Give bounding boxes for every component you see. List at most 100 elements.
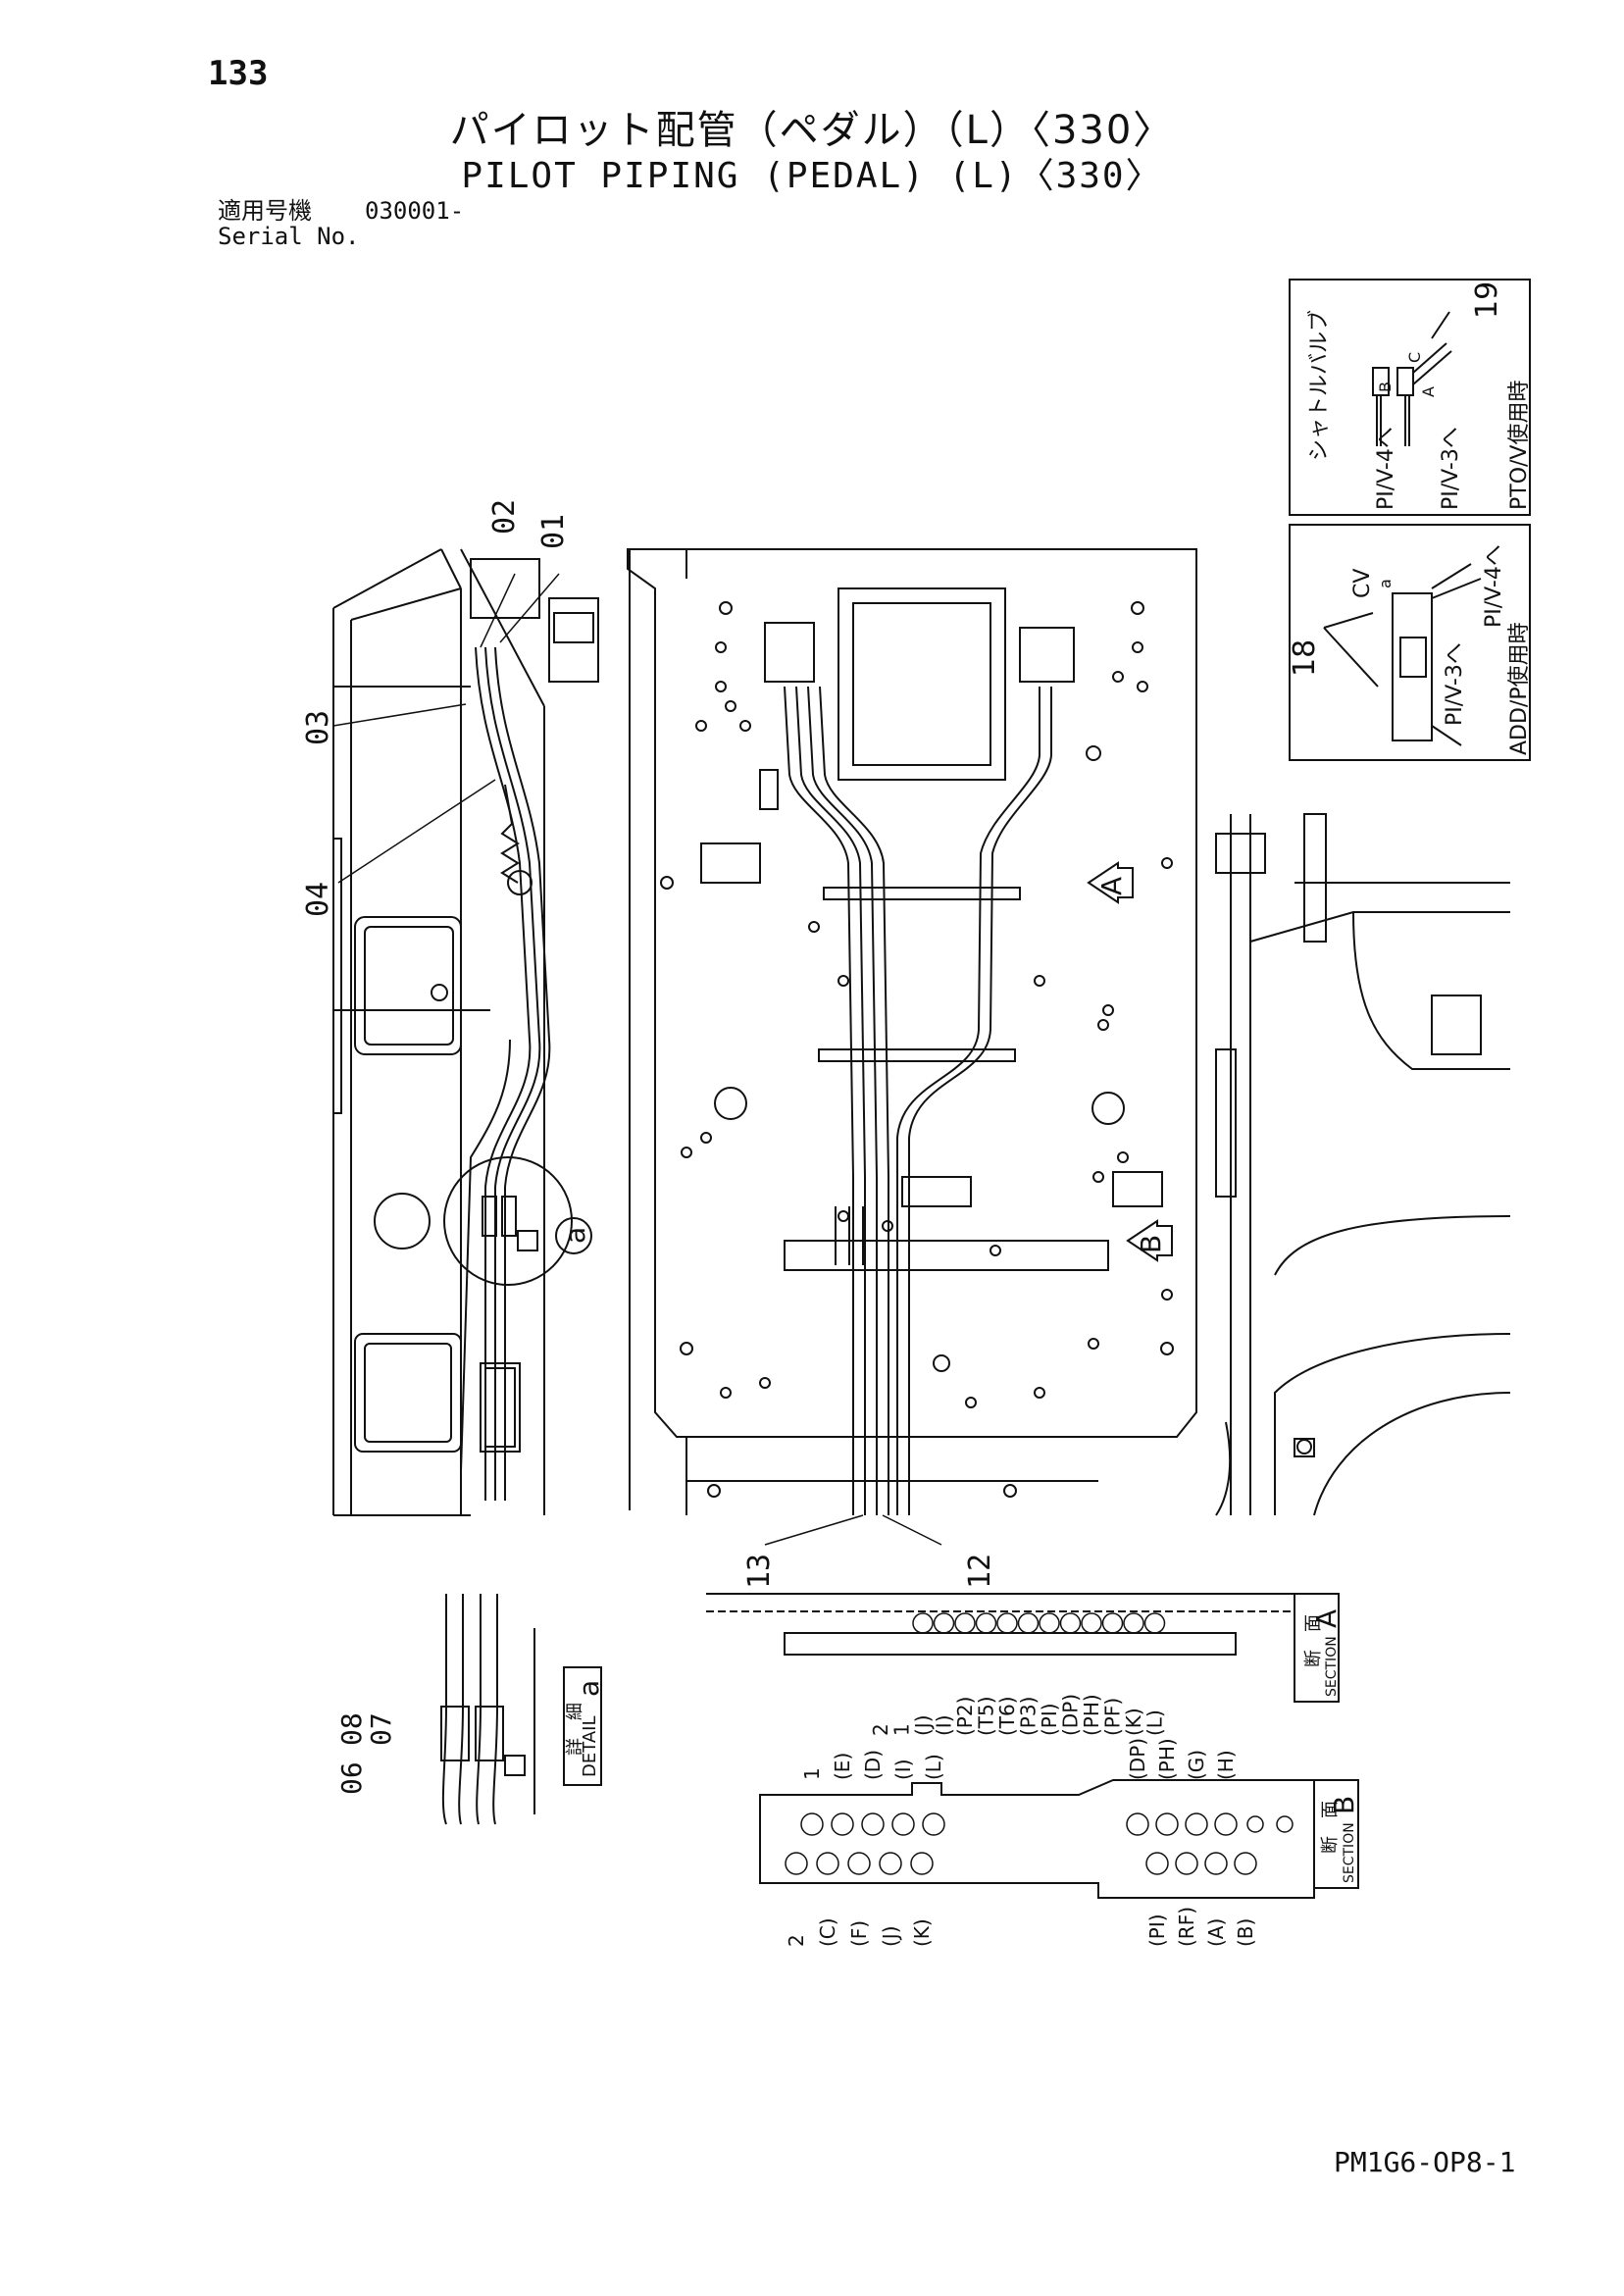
callout-01: 01 (536, 514, 571, 549)
callout-02: 02 (487, 499, 522, 535)
section-a-port-circle (1101, 1612, 1124, 1634)
section-b-port-label: (F) (847, 1920, 871, 1947)
section-a: 21(J)(I)(P2)(T5)(T6)(P3)(PI)(DP)(PH)(PF)… (706, 1593, 1343, 1736)
section-a-port-circle (975, 1612, 997, 1634)
pto-port-a: A (1419, 386, 1438, 397)
add-cv: CV (1350, 569, 1375, 598)
section-b-port-label: 1 (800, 1767, 824, 1780)
section-b-port-label: (PI) (1145, 1913, 1169, 1947)
section-b-port-circle (1185, 1812, 1208, 1836)
section-b-port-label: (H) (1214, 1750, 1238, 1780)
detail-a: 08 07 06 詳 細 DETAIL a (335, 1594, 605, 1825)
leader-lines (332, 573, 942, 1546)
section-b-port-label: (K) (910, 1918, 934, 1947)
pto-port-b: B (1376, 382, 1395, 392)
section-a-port-circle (1143, 1612, 1166, 1634)
callout-04: 04 (301, 882, 335, 917)
section-b-port-circle (1145, 1852, 1169, 1875)
section-b-port-circle (910, 1852, 934, 1875)
marker-a: a (559, 1227, 591, 1244)
section-b-port-circle (1175, 1852, 1198, 1875)
marker-a-circle (555, 1217, 592, 1254)
section-a-letter: A (1310, 1609, 1343, 1628)
section-a-port-label: (T6) (995, 1696, 1019, 1736)
callout-12: 12 (963, 1554, 997, 1589)
serial-value: 030001- (365, 197, 465, 225)
section-a-ja: 断 面 (1303, 1614, 1324, 1667)
section-a-port-label: (T5) (975, 1696, 998, 1736)
section-a-port-circle (912, 1612, 934, 1634)
section-a-port-label: (J) (911, 1714, 935, 1736)
callout-03: 03 (301, 710, 335, 745)
section-b-port-label: (I) (891, 1759, 915, 1780)
callout-13: 13 (742, 1554, 777, 1589)
detail-a-circle (443, 1156, 573, 1286)
section-a-port-circle (996, 1612, 1018, 1634)
section-a-port-circle (1039, 1612, 1060, 1634)
section-a-port-circle (933, 1612, 955, 1634)
section-a-port-label: (P3) (1017, 1697, 1040, 1736)
right-frame (1215, 813, 1511, 1516)
section-b-port-label: (E) (831, 1753, 854, 1780)
inset-pto: シャトルバルブ PI/V-4へ PI/V-3へ PTO/V使用時 B C A 1… (1289, 279, 1532, 516)
add-to-pi4: PI/V-4へ (1482, 544, 1506, 628)
section-a-port-label: 2 (869, 1723, 892, 1736)
section-b-hole (1246, 1815, 1264, 1833)
section-b-port-circle (1155, 1812, 1179, 1836)
section-b-port-label: (C) (816, 1917, 839, 1947)
section-a-port-label: (PI) (1038, 1703, 1061, 1736)
pto-shuttle-valve-label: シャトルバルブ (1307, 310, 1332, 461)
add-caption: ADD/P使用時 (1507, 622, 1532, 755)
section-a-port-label: (P2) (953, 1697, 977, 1736)
title-japanese: パイロット配管（ペダル）（L）〈330〉 (449, 108, 1175, 153)
section-b-port-circle (1234, 1852, 1257, 1875)
section-a-port-label: (K) (1122, 1708, 1145, 1736)
page-number: 133 (208, 54, 269, 93)
pto-caption: PTO/V使用時 (1507, 381, 1532, 510)
section-b-port-label: (G) (1185, 1750, 1208, 1780)
section-b-en: SECTION (1342, 1822, 1357, 1883)
document-code: PM1G6-OP8-1 (1334, 2146, 1516, 2178)
section-b-port-label: 2 (785, 1934, 808, 1947)
pto-to-pi3: PI/V-3へ (1439, 427, 1463, 510)
section-b-port-label: (L) (922, 1754, 945, 1780)
section-b-port-label: (D) (861, 1750, 885, 1780)
section-a-en: SECTION (1324, 1636, 1340, 1697)
marker-B: B (1135, 1235, 1167, 1253)
callout-07: 07 (365, 1712, 397, 1746)
section-b-letter: B (1328, 1796, 1360, 1814)
marker-A: A (1095, 877, 1128, 895)
section-b-port-circle (1204, 1852, 1228, 1875)
section-a-port-circle (1059, 1612, 1082, 1634)
section-b-port-label: (A) (1204, 1918, 1228, 1947)
add-to-pi3: PI/V-3へ (1443, 642, 1467, 726)
title-english: PILOT PIPING (PEDAL) (L)〈330〉 (461, 156, 1163, 196)
section-b-ja: 断 面 (1320, 1801, 1341, 1854)
section-a-port-label: 1 (890, 1723, 914, 1736)
section-b-port-circle (861, 1812, 885, 1836)
inset-add: CV a PI/V-4へ PI/V-3へ ADD/P使用時 18 (1288, 524, 1532, 761)
pto-port-c: C (1405, 352, 1424, 363)
floor-plate (627, 548, 1197, 1515)
callout-19: 19 (1470, 281, 1504, 319)
detail-a-en: DETAIL (580, 1716, 600, 1777)
section-a-port-circle (1017, 1612, 1040, 1634)
callout-08: 08 (335, 1712, 368, 1746)
section-b-port-circle (879, 1852, 902, 1875)
section-b-port-label: (J) (879, 1925, 902, 1947)
section-b-port-circle (785, 1852, 808, 1875)
section-a-port-label: (DP) (1059, 1694, 1083, 1736)
section-a-port-label: (PH) (1080, 1694, 1103, 1736)
add-a: a (1376, 579, 1395, 588)
section-a-port-label: (L) (1143, 1709, 1167, 1736)
section-b-port-label: (PH) (1155, 1738, 1179, 1780)
detail-a-ja: 詳 細 (565, 1703, 585, 1756)
center-hoses (784, 686, 1052, 1515)
section-a-port-label: (PF) (1101, 1698, 1125, 1736)
section-b-port-circle (831, 1812, 854, 1836)
section-b-port-circle (816, 1852, 839, 1875)
arrow-markers (1087, 861, 1173, 1262)
section-a-port-circle (1081, 1612, 1102, 1634)
section-b-port-label: (B) (1234, 1918, 1257, 1947)
